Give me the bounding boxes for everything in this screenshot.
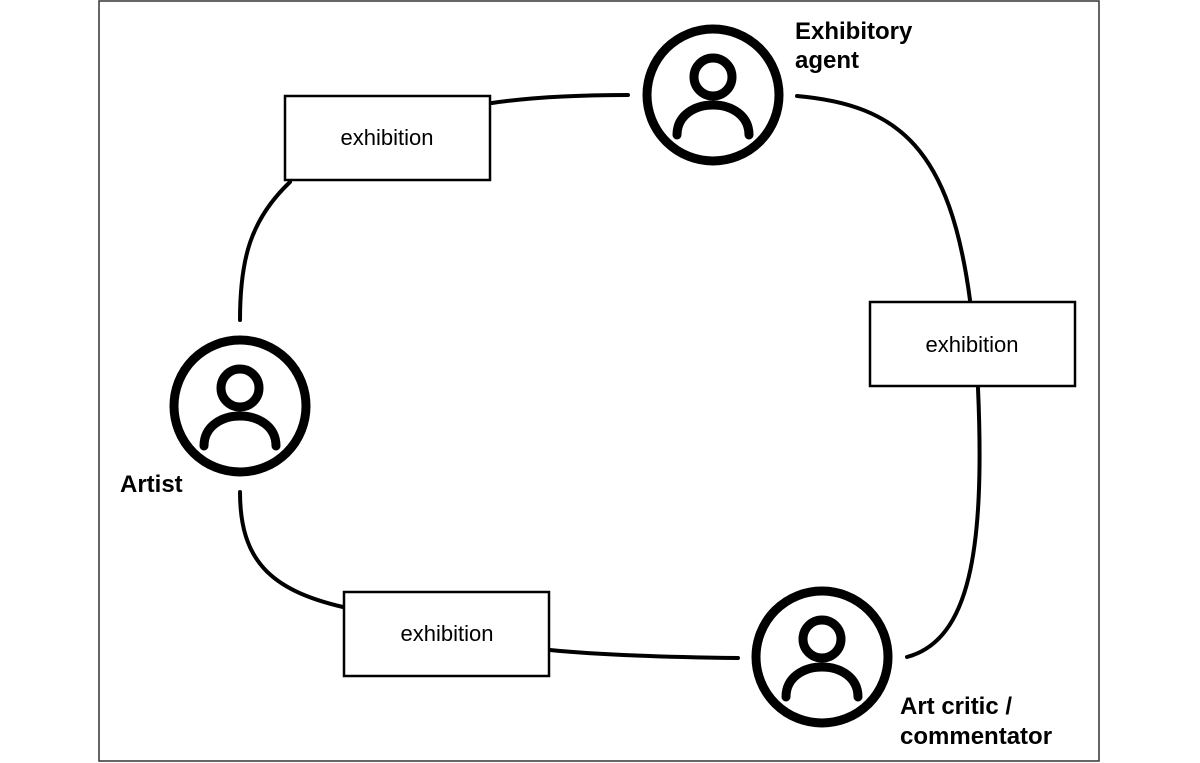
exhibition-box-right: exhibition bbox=[868, 300, 1077, 388]
person-icon bbox=[672, 53, 754, 140]
connector-right-exhibition-to-critic bbox=[905, 386, 982, 659]
person-icon bbox=[781, 615, 863, 702]
diagram-frame bbox=[98, 0, 1100, 762]
exhibition-label: exhibition bbox=[341, 125, 434, 150]
connector-artist-to-top-exhibition bbox=[238, 180, 292, 322]
actor-label-line: agent bbox=[795, 47, 859, 74]
actor-exhibitory-agent: Exhibitory agent bbox=[642, 18, 919, 166]
actor-label: Exhibitory agent bbox=[795, 18, 919, 74]
connector-bottom-exhibition-to-artist bbox=[238, 490, 345, 609]
exhibition-label: exhibition bbox=[401, 621, 494, 646]
connector-top-exhibition-to-agent bbox=[490, 93, 630, 105]
exhibition-box-bottom: exhibition bbox=[342, 590, 551, 678]
actor-label-line: Artist bbox=[120, 471, 183, 498]
exhibition-box-frame bbox=[283, 94, 492, 182]
exhibition-box-top-left: exhibition bbox=[283, 94, 492, 182]
actor-label-line: Art critic / bbox=[900, 693, 1012, 720]
actor-art-critic: Art critic / commentator bbox=[751, 586, 1052, 750]
connections bbox=[238, 93, 982, 660]
actor-label: Art critic / commentator bbox=[900, 693, 1052, 750]
actor-label-line: commentator bbox=[900, 723, 1052, 750]
actor-label: Artist bbox=[120, 471, 183, 498]
actor-label-line: Exhibitory bbox=[795, 18, 913, 45]
connector-agent-to-right-exhibition bbox=[795, 94, 972, 302]
exhibition-box-frame bbox=[342, 590, 551, 678]
person-icon bbox=[199, 364, 281, 451]
exhibition-box-frame bbox=[868, 300, 1077, 388]
actor-artist: Artist bbox=[120, 335, 311, 498]
connector-critic-to-bottom-exhibition bbox=[548, 648, 740, 660]
exhibition-label: exhibition bbox=[926, 332, 1019, 357]
